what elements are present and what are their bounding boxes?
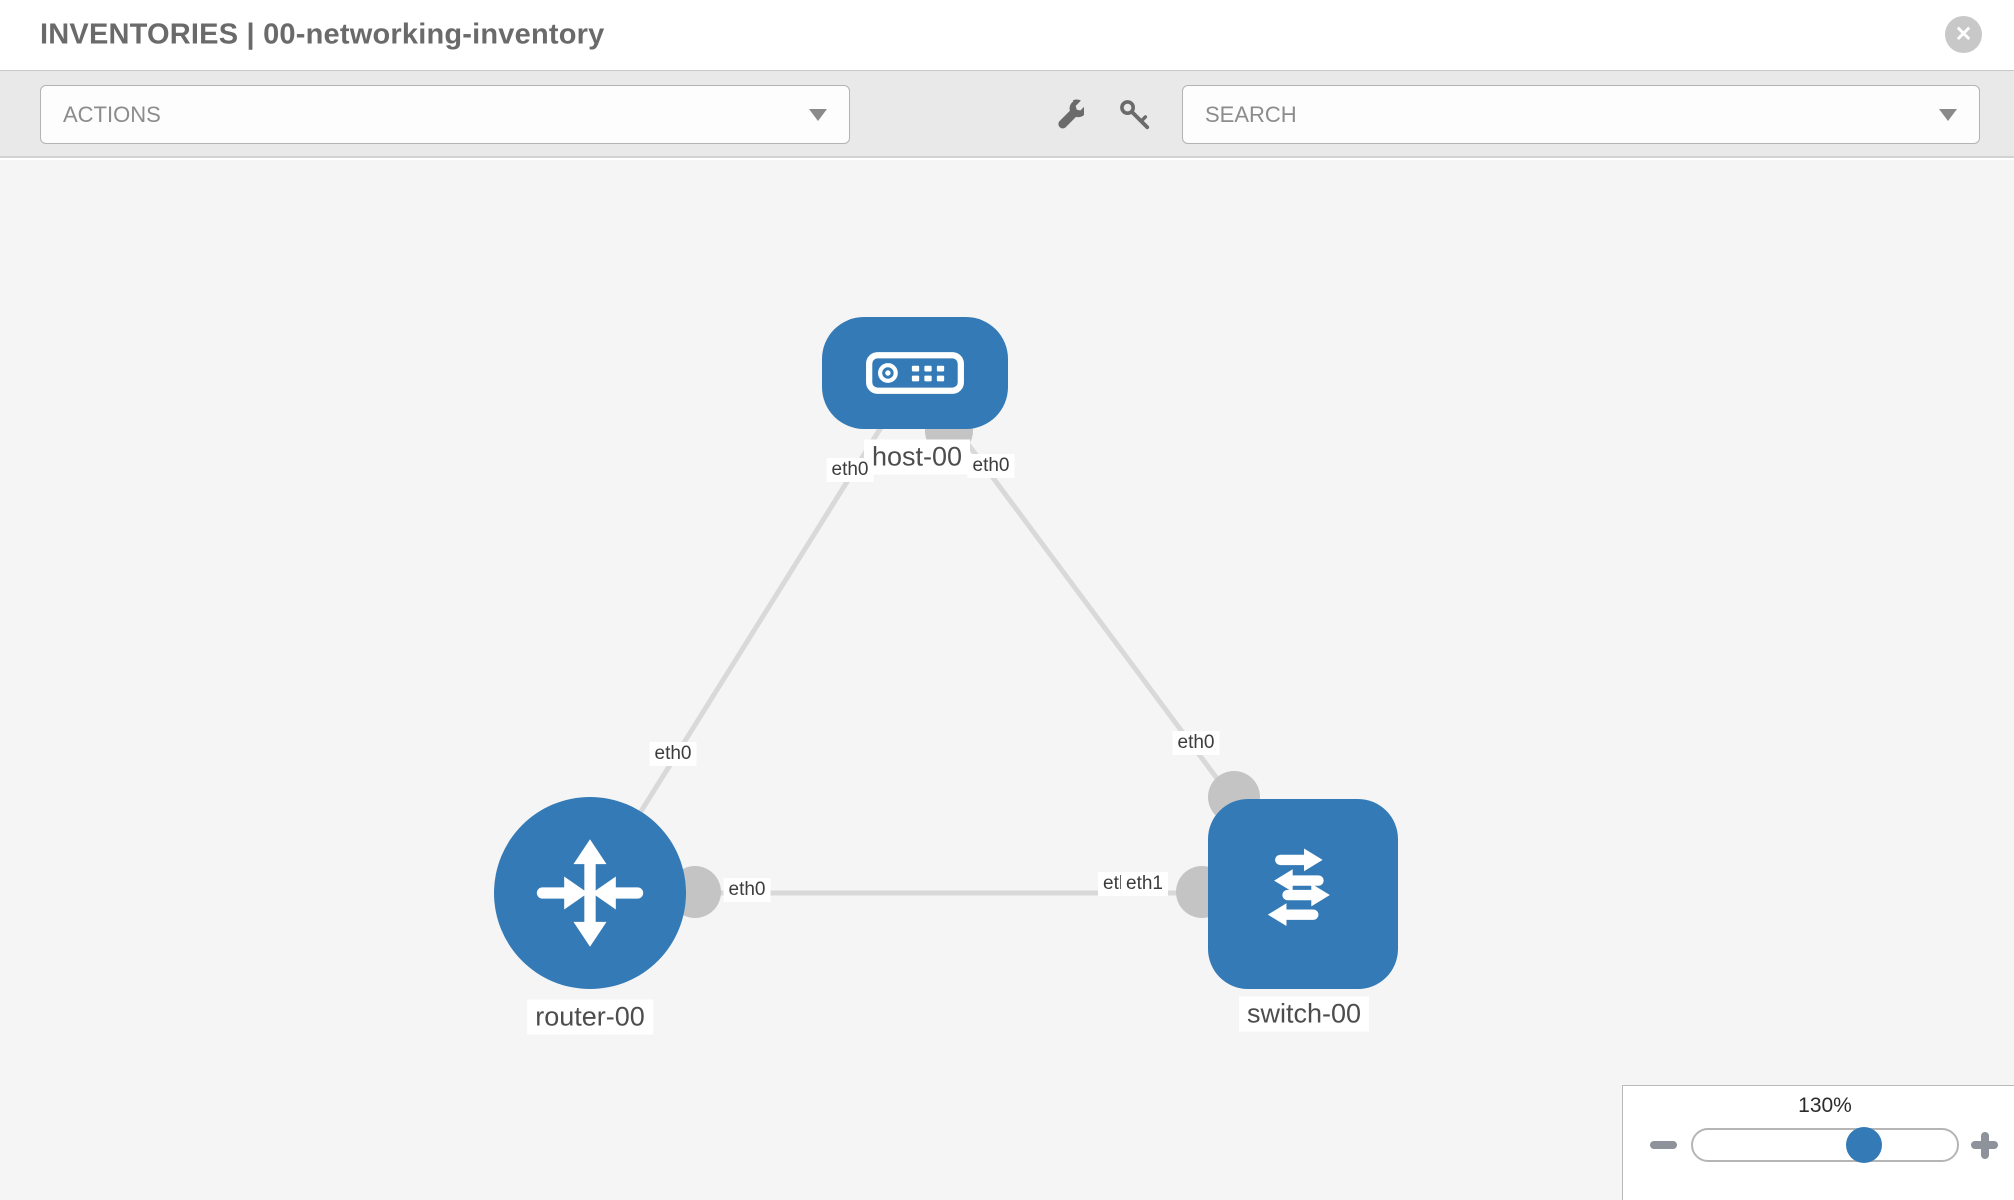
router-icon xyxy=(536,839,644,947)
actions-dropdown-label: ACTIONS xyxy=(63,101,161,127)
close-icon: ✕ xyxy=(1954,23,1973,46)
node-host-00[interactable] xyxy=(822,317,1008,429)
node-router-00[interactable] xyxy=(494,797,686,989)
toolbar: ACTIONS SEARCH xyxy=(0,70,2014,158)
zoom-out-button[interactable] xyxy=(1650,1141,1677,1149)
port-label-host-switch-link: eth0 xyxy=(1172,731,1220,755)
zoom-slider-thumb[interactable] xyxy=(1846,1127,1882,1163)
zoom-panel: 130% xyxy=(1622,1085,2014,1200)
header: INVENTORIES | 00-networking-inventory ✕ xyxy=(0,0,2014,70)
wrench-icon[interactable] xyxy=(1050,98,1084,132)
port-label-host-right: eth0 xyxy=(967,454,1015,478)
port-label-router-host-link: eth0 xyxy=(649,742,697,766)
page-title: INVENTORIES | 00-networking-inventory xyxy=(40,18,605,51)
zoom-level: 130% xyxy=(1798,1094,1852,1117)
actions-dropdown[interactable]: ACTIONS xyxy=(40,85,850,144)
chevron-down-icon xyxy=(809,108,827,121)
search-dropdown-label: SEARCH xyxy=(1205,101,1297,127)
plus-icon xyxy=(1980,1131,1989,1159)
links-layer xyxy=(587,371,1306,918)
node-switch-00[interactable] xyxy=(1208,799,1398,989)
node-label-host: host-00 xyxy=(863,439,971,475)
switch-icon xyxy=(1267,848,1330,927)
node-label-switch: switch-00 xyxy=(1238,996,1370,1032)
zoom-slider-track[interactable] xyxy=(1691,1128,1959,1162)
port-label-host-left: eth0 xyxy=(826,458,874,482)
topology-canvas[interactable]: host-00 router-00 switch-00 eth0 eth0 et… xyxy=(0,160,2014,1200)
search-dropdown[interactable]: SEARCH xyxy=(1182,85,1980,144)
port-label-router-right: eth0 xyxy=(723,878,771,902)
close-button[interactable]: ✕ xyxy=(1945,16,1982,53)
zoom-in-button[interactable] xyxy=(1967,1127,2003,1163)
key-icon[interactable] xyxy=(1118,98,1152,132)
port-label-switch-left-group: eth0 eth1 xyxy=(1098,872,1188,900)
port-label-switch-left-front: eth1 xyxy=(1121,872,1168,896)
host-icon xyxy=(866,352,964,394)
node-label-router: router-00 xyxy=(527,999,653,1035)
chevron-down-icon xyxy=(1939,108,1957,121)
